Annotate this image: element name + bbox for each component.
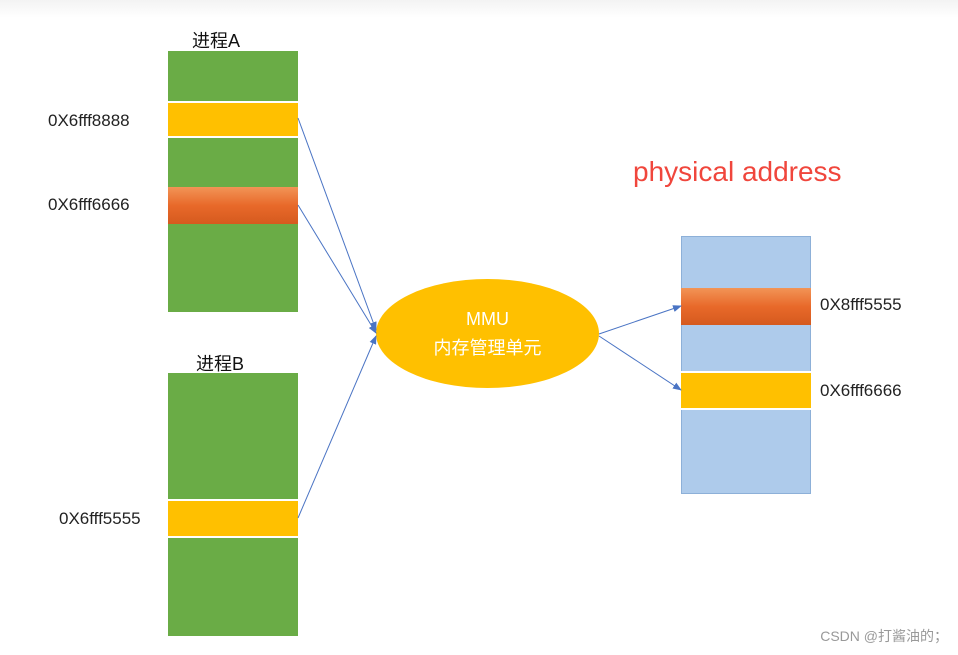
process-b-segment-1 xyxy=(168,499,298,538)
physical-addr-1: 0X8fff5555 xyxy=(820,295,902,314)
top-shadow-bar xyxy=(0,0,958,18)
physical-segment-2 xyxy=(681,371,811,410)
arrow-b1-to-mmu xyxy=(297,335,377,519)
arrow-mmu-to-phys-2 xyxy=(598,335,682,391)
watermark: CSDN @打酱油的； xyxy=(820,628,948,644)
physical-segment-1 xyxy=(681,288,811,325)
process-a-addr-1: 0X6fff8888 xyxy=(48,111,130,130)
process-b-addr-1: 0X6fff5555 xyxy=(59,509,141,528)
physical-block xyxy=(681,236,811,494)
process-a-title: 进程A xyxy=(192,31,241,51)
process-a-segment-1 xyxy=(168,101,298,138)
physical-addr-2: 0X6fff6666 xyxy=(820,381,902,400)
mmu-ellipse: MMU 内存管理单元 xyxy=(376,279,599,388)
arrow-mmu-to-phys-1 xyxy=(598,305,682,335)
process-b-title: 进程B xyxy=(196,354,245,374)
mmu-sublabel: 内存管理单元 xyxy=(433,338,542,358)
process-a-addr-2: 0X6fff6666 xyxy=(48,195,130,214)
physical-address-title: physical address xyxy=(633,156,842,187)
arrow-a2-to-mmu xyxy=(297,204,377,334)
process-a-segment-2 xyxy=(168,187,298,224)
arrow-a1-to-mmu xyxy=(297,117,377,331)
process-a-block xyxy=(168,51,298,312)
mmu-label: MMU xyxy=(466,309,509,329)
